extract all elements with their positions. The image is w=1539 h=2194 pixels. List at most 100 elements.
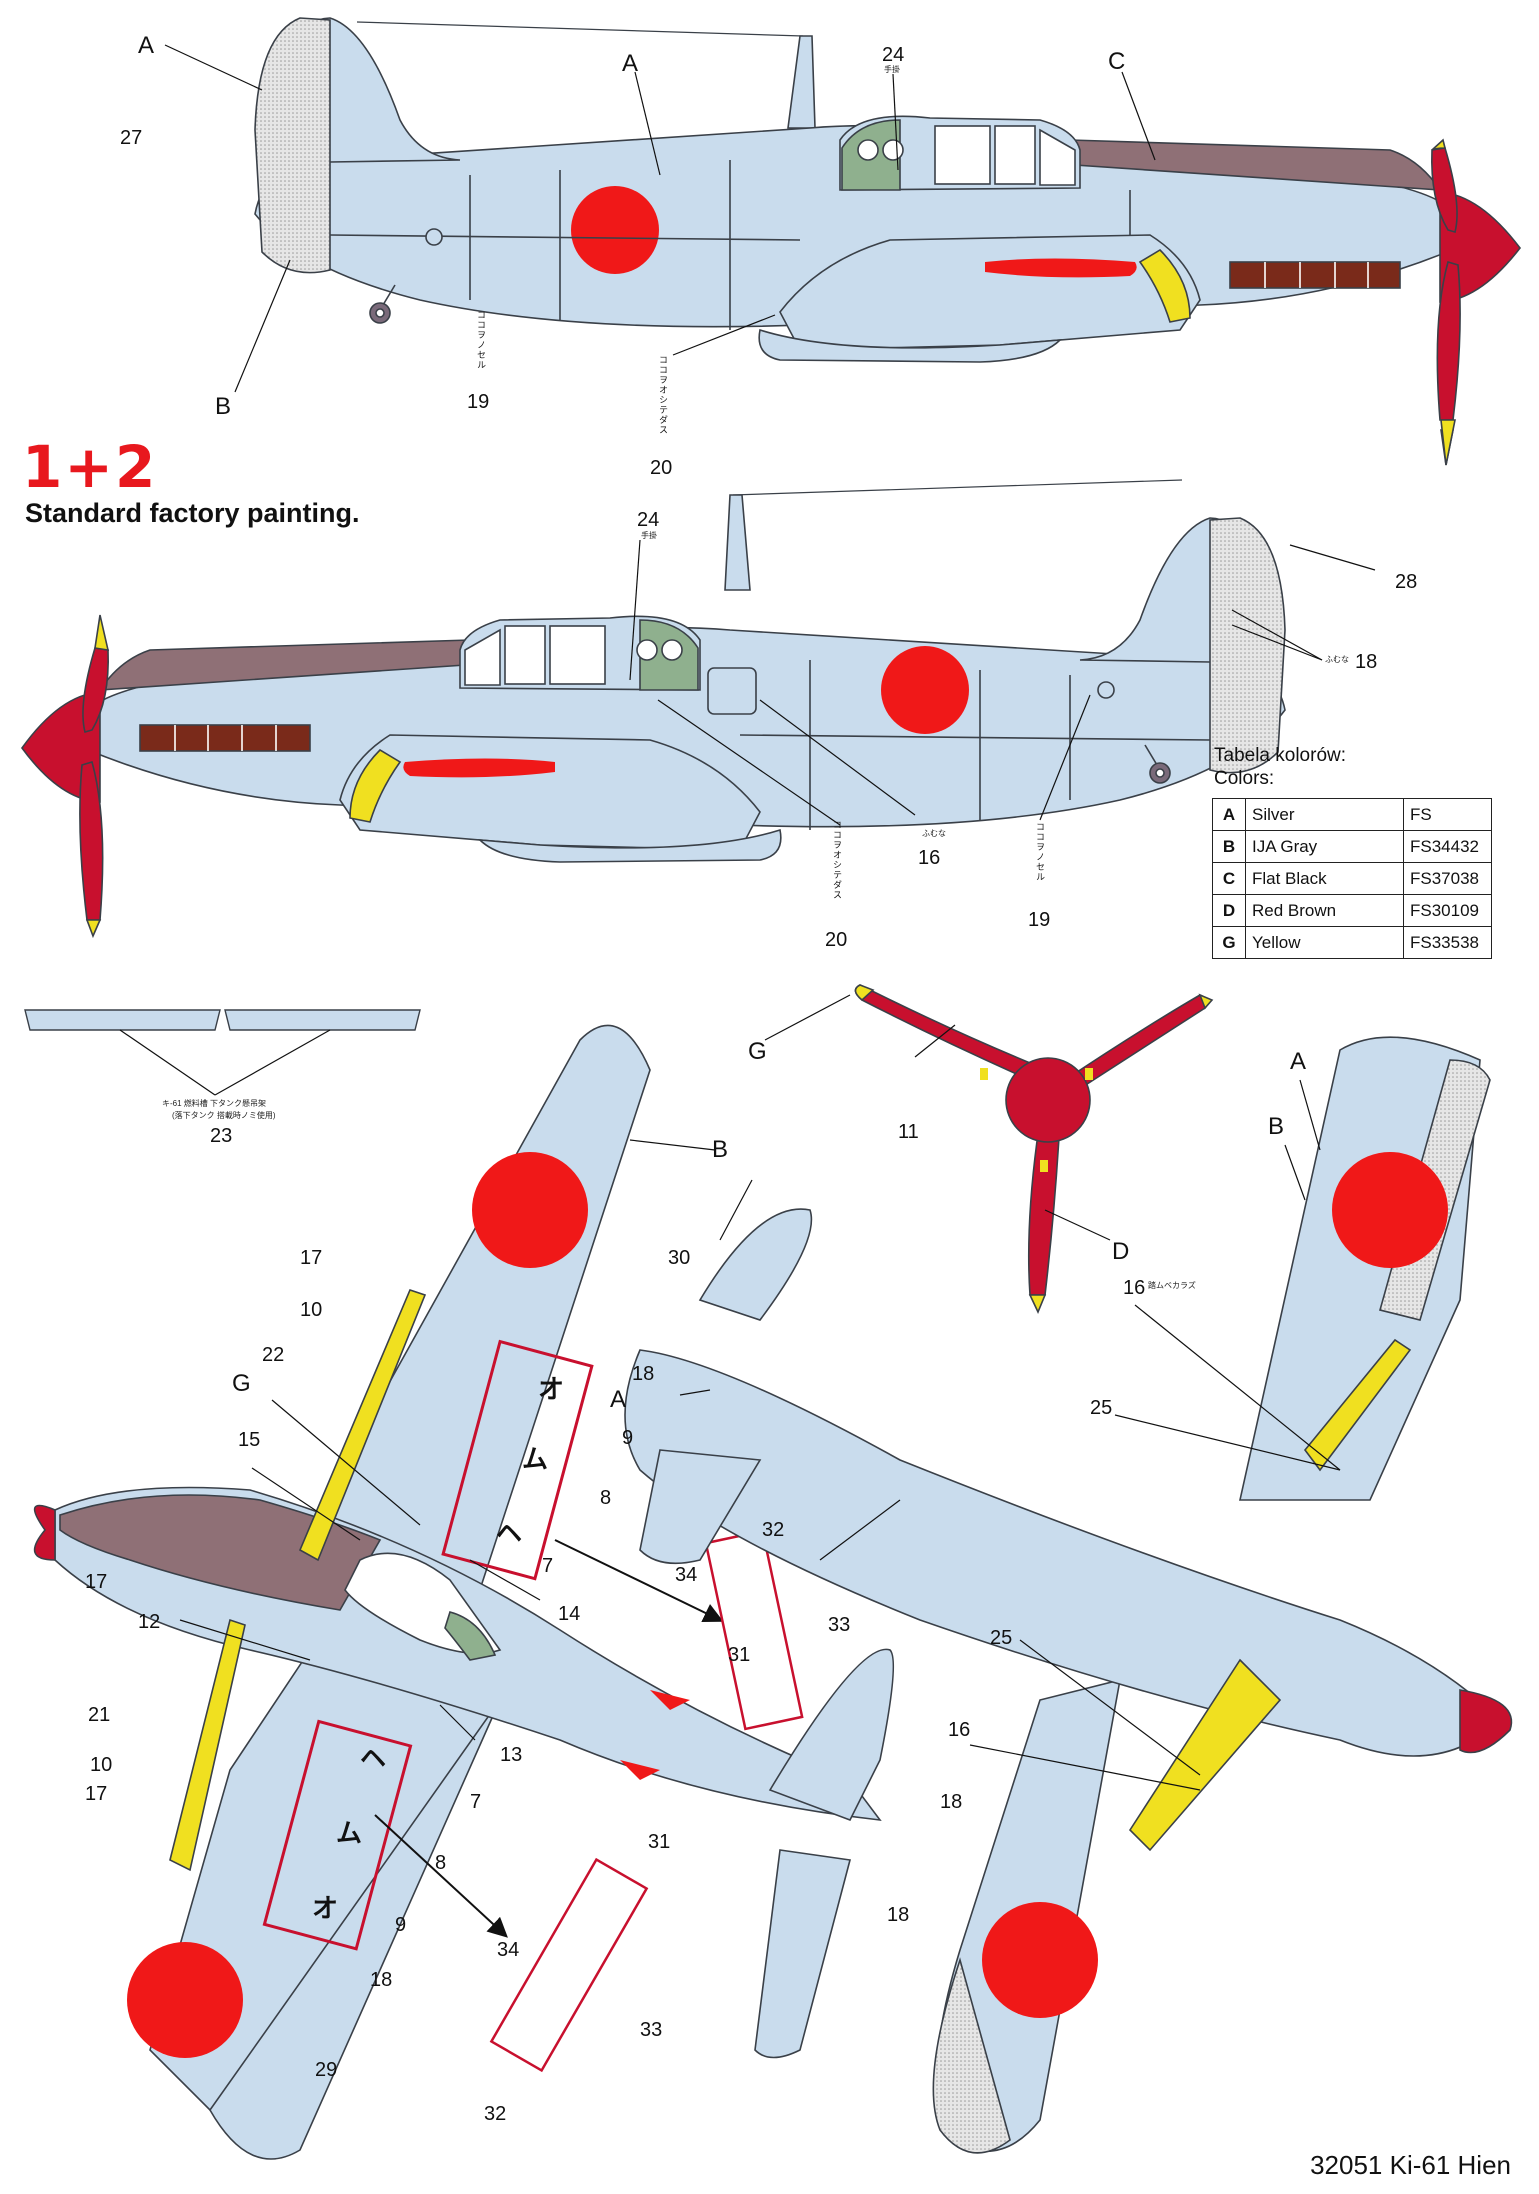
strip-upper-31: 31 [728,1644,751,1666]
callout-7-a: 7 [542,1555,554,1577]
callout-18-b: 18 [370,1969,393,1991]
stencil-18-side: ふむな [1325,655,1349,664]
bottom-view [624,1036,1513,2154]
kana-lower-1: ヘ [360,1743,387,1773]
top-view [33,1024,895,2160]
callout-25-b: 25 [990,1627,1013,1649]
color-name: Red Brown [1245,894,1404,927]
callout-28: 28 [1395,571,1418,593]
stencil-16-side: ふむな [922,829,946,838]
callout-19-top: 19 [467,391,490,413]
callout-18-a: 18 [632,1363,655,1385]
kana-upper-2: ム [522,1444,549,1474]
drop-tank-racks [24,1009,421,1096]
strip-upper-34: 34 [675,1564,698,1586]
stencil-24-top: 手掛 [884,65,900,74]
kana-lower-3: オ [312,1893,339,1923]
colors-heading-en: Colors: [1214,768,1275,789]
callout-17-b: 17 [85,1571,108,1593]
color-row: C Flat Black FS37038 [1212,862,1492,895]
color-fs: FS [1403,798,1492,831]
decal-strip-lower [489,1857,649,2073]
side-view-bottom [21,479,1376,939]
callout-24-bottom: 24 [637,509,660,531]
color-code: D [1212,894,1246,927]
callout-23: 23 [210,1125,233,1147]
callout-16-side: 16 [918,847,941,869]
decal-strip-upper [704,1529,804,1731]
callout-13: 13 [500,1744,523,1766]
stencil-16-bottomview: 踏ムベカラズ [1148,1281,1196,1290]
strip-lower-33: 33 [640,2019,663,2041]
color-name: Flat Black [1245,862,1404,895]
callout-22: 22 [262,1344,285,1366]
colors-heading-pl: Tabela kolorów: [1214,745,1347,766]
strip-lower-31: 31 [648,1831,671,1853]
callout-29: 29 [315,2059,338,2081]
callout-b-topview: B [712,1136,729,1163]
callout-18-d: 18 [887,1904,910,1926]
callout-g-prop: G [748,1038,767,1065]
color-row: G Yellow FS33538 [1212,926,1492,959]
callout-g-topview: G [232,1370,251,1397]
callout-10-a: 10 [300,1299,323,1321]
callout-a-topview: A [610,1386,627,1413]
strip-upper-32: 32 [762,1519,785,1541]
callout-18-c: 18 [940,1791,963,1813]
color-row: B IJA Gray FS34432 [1212,830,1492,863]
color-code: G [1212,926,1246,959]
callout-a-fuselage: A [622,50,639,77]
callout-c-antiglare: C [1108,48,1126,75]
callout-14: 14 [558,1603,581,1625]
callout-b-rudder: B [215,393,232,420]
callout-20-top: 20 [650,457,673,479]
callout-24-top: 24 [882,44,905,66]
callout-d-prop: D [1112,1238,1130,1265]
callout-12: 12 [138,1611,161,1633]
color-fs: FS30109 [1403,894,1492,927]
color-row: D Red Brown FS30109 [1212,894,1492,927]
color-fs: FS33538 [1403,926,1492,959]
callout-8-a: 8 [600,1487,612,1509]
stencil-19-bottom: ココヲノセル [1035,822,1045,882]
callout-7-b: 7 [470,1791,482,1813]
colors-heading: Tabela kolorów: Colors: [1214,744,1346,790]
callout-27: 27 [120,127,143,149]
strip-upper-33: 33 [828,1614,851,1636]
color-name: IJA Gray [1245,830,1404,863]
color-table: A Silver FS B IJA Gray FS34432 C Flat Bl… [1212,798,1492,959]
callout-8-b: 8 [435,1852,447,1874]
callout-19-bottom: 19 [1028,909,1051,931]
callout-17-a: 17 [300,1247,323,1269]
callout-16-bottomview-b: 16 [948,1719,971,1741]
kana-upper-3: ヘ [496,1518,523,1548]
stencil-23-line1: キ-61 燃料槽 下タンク懸吊架 [162,1099,267,1108]
color-name: Yellow [1245,926,1404,959]
callout-20-bottom: 20 [825,929,848,951]
stencil-20-bottom: ココヲオシテダス [832,820,842,900]
stencil-20-top: ココヲオシテダス [658,355,668,435]
scheme-number: 1+2 [22,433,158,501]
stencil-19-top: ココヲノセル [476,310,486,370]
propeller-front [764,984,1214,1314]
callout-10-b: 10 [90,1754,113,1776]
callout-9-a: 9 [622,1427,634,1449]
callout-18-side: 18 [1355,651,1378,673]
kana-lower-2: ム [336,1818,363,1848]
scheme-subtitle: Standard factory painting. [25,498,360,528]
callout-a-bottomview: A [1290,1048,1307,1075]
color-code: B [1212,830,1246,863]
callout-16-bottomview-a: 16 [1123,1277,1146,1299]
callout-21: 21 [88,1704,111,1726]
color-row: A Silver FS [1212,798,1492,831]
callout-9-b: 9 [395,1914,407,1936]
color-code: C [1212,862,1246,895]
callout-11: 11 [898,1121,919,1143]
side-view-top [164,17,1522,466]
callout-15: 15 [238,1429,261,1451]
stencil-24-bottom: 手掛 [641,531,657,540]
color-code: A [1212,798,1246,831]
callout-25-a: 25 [1090,1397,1113,1419]
